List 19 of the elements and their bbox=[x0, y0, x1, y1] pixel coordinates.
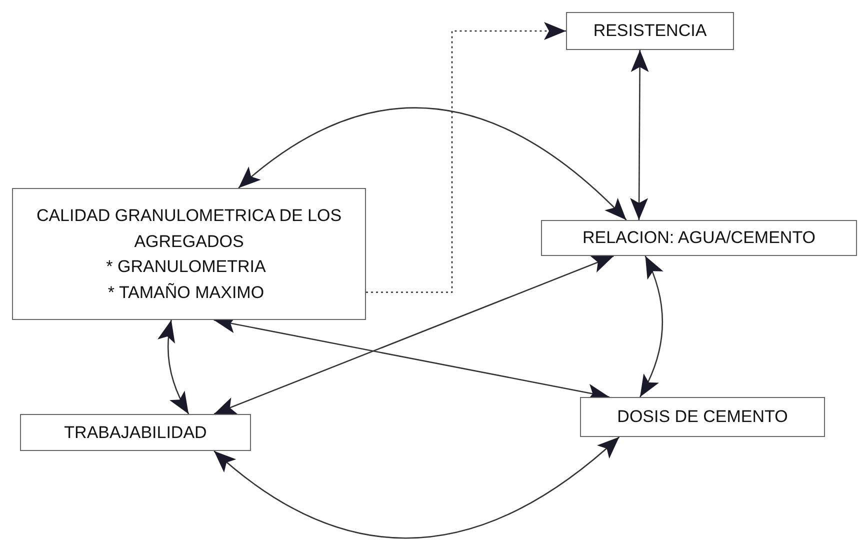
node-label: RELACION: AGUA/CEMENTO bbox=[582, 227, 816, 250]
node-label: DOSIS DE CEMENTO bbox=[617, 406, 788, 428]
arrow bbox=[238, 108, 627, 220]
dotted-arrow bbox=[366, 22, 566, 293]
node-label: TRABAJABILIDAD bbox=[64, 422, 207, 444]
text-box bbox=[12, 188, 366, 320]
text-box bbox=[580, 397, 825, 437]
text-box bbox=[541, 220, 857, 256]
arrow bbox=[630, 50, 649, 220]
text-box bbox=[20, 414, 251, 451]
arrow bbox=[158, 320, 190, 414]
bullet-item: * TAMAÑO MAXIMO bbox=[108, 282, 264, 304]
arrow bbox=[214, 255, 614, 415]
arrow bbox=[639, 256, 663, 398]
node-label: RESISTENCIA bbox=[593, 20, 707, 42]
text-box bbox=[566, 12, 734, 50]
arrow bbox=[214, 436, 620, 539]
bullet-item: * GRANULOMETRIA bbox=[106, 256, 266, 278]
node-label: CALIDAD GRANULOMETRICA DE LOS AGREGADOS bbox=[35, 205, 343, 252]
